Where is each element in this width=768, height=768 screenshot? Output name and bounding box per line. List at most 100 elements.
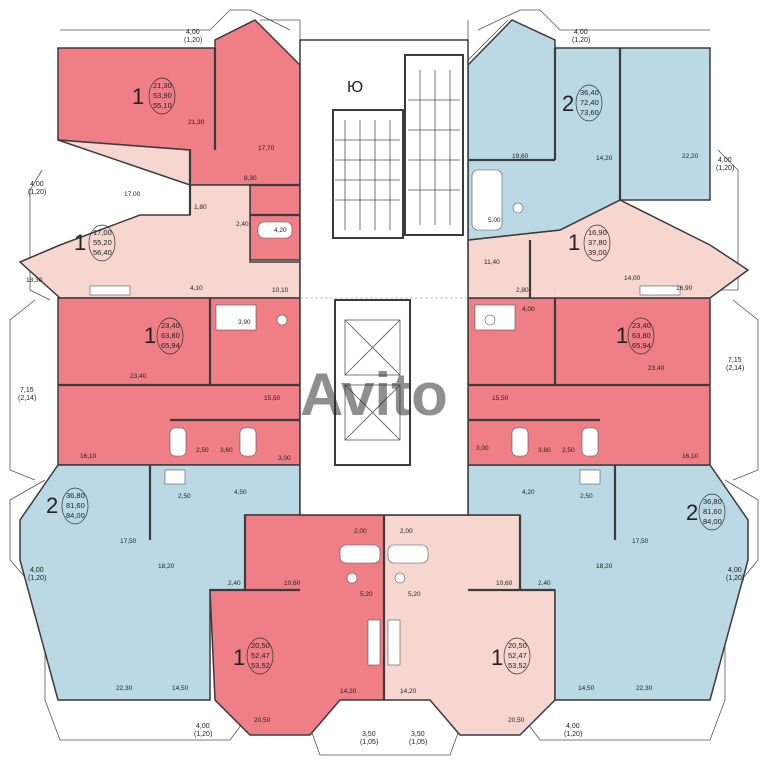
balcony-dimension: (2,14)	[18, 395, 36, 402]
room-area: 3,00	[476, 445, 489, 452]
rooms-count: 2	[46, 493, 58, 518]
room-area: 14,50	[172, 685, 189, 692]
room-area: 22,30	[636, 685, 653, 692]
balcony-dimension: 7,15	[20, 387, 34, 394]
room-area: 15,50	[492, 395, 509, 402]
room-area: 2,40	[236, 221, 249, 228]
room-area: 4,00	[522, 306, 535, 313]
room-area: 4,20	[274, 227, 287, 234]
balcony-dimension: 4,00	[574, 29, 588, 36]
balcony-area: 73,60	[580, 108, 599, 117]
balcony-dimension: (1,20)	[726, 575, 744, 582]
room-area: 2,50	[196, 447, 209, 454]
room-area: 15,50	[264, 395, 281, 402]
fixtures	[89, 169, 681, 666]
room-area: 10,60	[496, 580, 513, 587]
total-area: 52,47	[508, 651, 527, 660]
room-area: 10,60	[284, 580, 301, 587]
room-area: 16,90	[676, 285, 693, 292]
living-area: 20,50	[508, 641, 527, 650]
living-area: 36,40	[580, 88, 599, 97]
room-area: 22,30	[116, 685, 133, 692]
room-area: 14,20	[596, 155, 613, 162]
room-area: 14,00	[624, 275, 641, 282]
rooms-count: 1	[132, 84, 144, 109]
room-area: 8,30	[244, 175, 257, 182]
room-area: 19,60	[512, 153, 529, 160]
rooms-count: 1	[144, 323, 156, 348]
balcony-dimension: (2,14)	[726, 365, 744, 372]
balcony-area: 65,94	[632, 341, 651, 350]
room-area: 4,20	[522, 489, 535, 496]
room-area: 2,00	[400, 528, 413, 535]
total-area: 81,60	[703, 507, 722, 516]
balcony-dimension: 3,50	[411, 731, 425, 738]
balcony-area: 65,94	[161, 341, 180, 350]
room-area: 2,50	[580, 493, 593, 500]
living-area: 23,40	[161, 321, 180, 330]
room-area: 14,20	[340, 688, 357, 695]
stairwell-right	[404, 54, 464, 236]
apartment-labels: 1 21,30 53,90 55,10 1 17,00 55,20 56,40 …	[46, 77, 726, 675]
rooms-count: 1	[616, 323, 628, 348]
apartment-ne-top[interactable]	[467, 19, 711, 241]
total-area: 55,20	[93, 238, 112, 247]
rooms-count: 1	[233, 645, 245, 670]
living-area: 20,50	[251, 641, 270, 650]
room-area: 23,40	[130, 373, 147, 380]
balcony-dimension: 4,00	[718, 157, 732, 164]
room-area: 4,10	[190, 285, 203, 292]
room-area: 3,90	[238, 319, 251, 326]
balcony-dimension: 7,15	[728, 357, 742, 364]
living-area: 16,90	[588, 228, 607, 237]
room-area: 5,20	[408, 591, 421, 598]
balcony-dimension: 4,00	[30, 181, 44, 188]
room-area: 2,50	[178, 493, 191, 500]
interior-walls	[58, 48, 710, 700]
apartment-fills	[18, 19, 750, 736]
room-area: 22,20	[682, 153, 699, 160]
living-area: 36,80	[703, 497, 722, 506]
living-area: 17,00	[93, 228, 112, 237]
room-area: 2,80	[516, 287, 529, 294]
total-area: 81,60	[66, 501, 85, 510]
total-area: 63,80	[632, 331, 651, 340]
room-area: 2,40	[228, 580, 241, 587]
apartment-se[interactable]	[467, 464, 749, 701]
room-area: 16,10	[682, 453, 699, 460]
watermark: Avito	[300, 361, 448, 428]
elevator-label: Ю	[347, 79, 363, 96]
rooms-count: 1	[74, 230, 86, 255]
total-area: 53,90	[153, 91, 172, 100]
room-area: 5,20	[360, 591, 373, 598]
room-area: 14,50	[578, 685, 595, 692]
room-area: 11,40	[484, 259, 500, 266]
room-area: 23,40	[648, 365, 665, 372]
room-area: 3,60	[220, 447, 233, 454]
room-area: 4,50	[234, 489, 247, 496]
rooms-count: 1	[491, 645, 503, 670]
balcony-dimension: (1,20)	[28, 189, 46, 196]
room-area: 17,50	[120, 538, 137, 545]
total-area: 63,80	[161, 331, 180, 340]
balcony-area: 55,10	[153, 101, 172, 110]
balcony-area: 53,52	[508, 661, 527, 670]
total-area: 72,40	[580, 98, 599, 107]
room-area: 10,10	[272, 287, 289, 294]
room-area: 20,50	[508, 717, 525, 724]
balcony-dimension: (1,20)	[28, 575, 46, 582]
room-area: 18,20	[596, 563, 613, 570]
balcony-dimension: (1,05)	[409, 739, 427, 746]
room-area: 3,60	[538, 447, 551, 454]
room-area: 20,50	[254, 717, 271, 724]
rooms-count: 1	[568, 230, 580, 255]
balcony-dimension: 4,00	[186, 29, 200, 36]
room-area: 16,10	[80, 453, 97, 460]
core: Ю	[299, 39, 469, 516]
balcony-dimension: (1,20)	[572, 37, 590, 44]
balcony-area: 53,52	[251, 661, 270, 670]
room-area: 17,00	[124, 191, 141, 198]
balcony-dimension: 3,50	[362, 731, 376, 738]
room-area: 17,50	[632, 538, 649, 545]
